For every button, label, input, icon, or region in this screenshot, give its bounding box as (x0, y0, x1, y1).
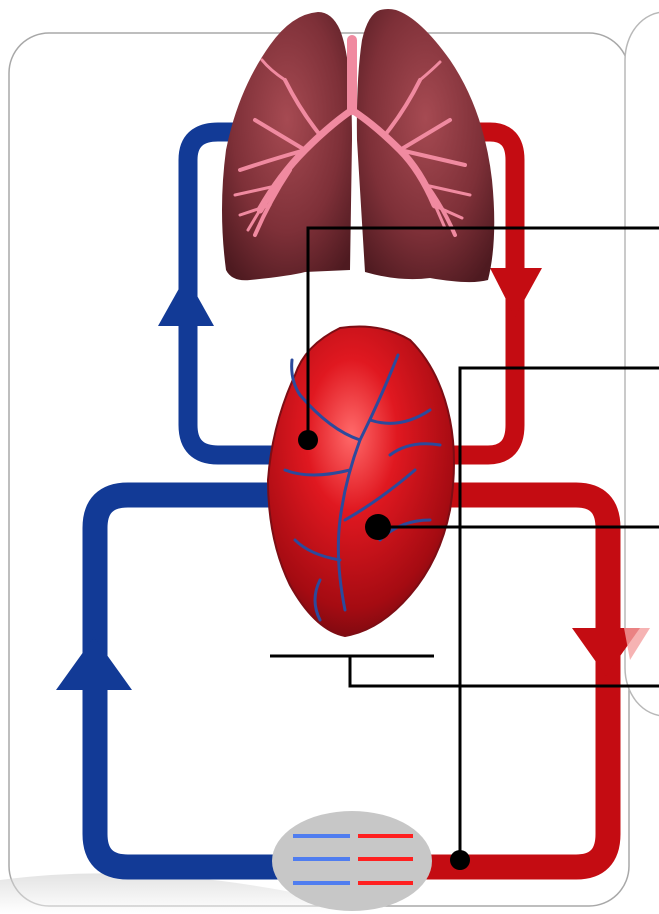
pointer-dot-1 (298, 430, 318, 450)
side-panel (625, 12, 659, 716)
pointer-dot-3 (365, 514, 391, 540)
capillary-bed (272, 811, 432, 911)
pointer-dot-2 (450, 850, 470, 870)
